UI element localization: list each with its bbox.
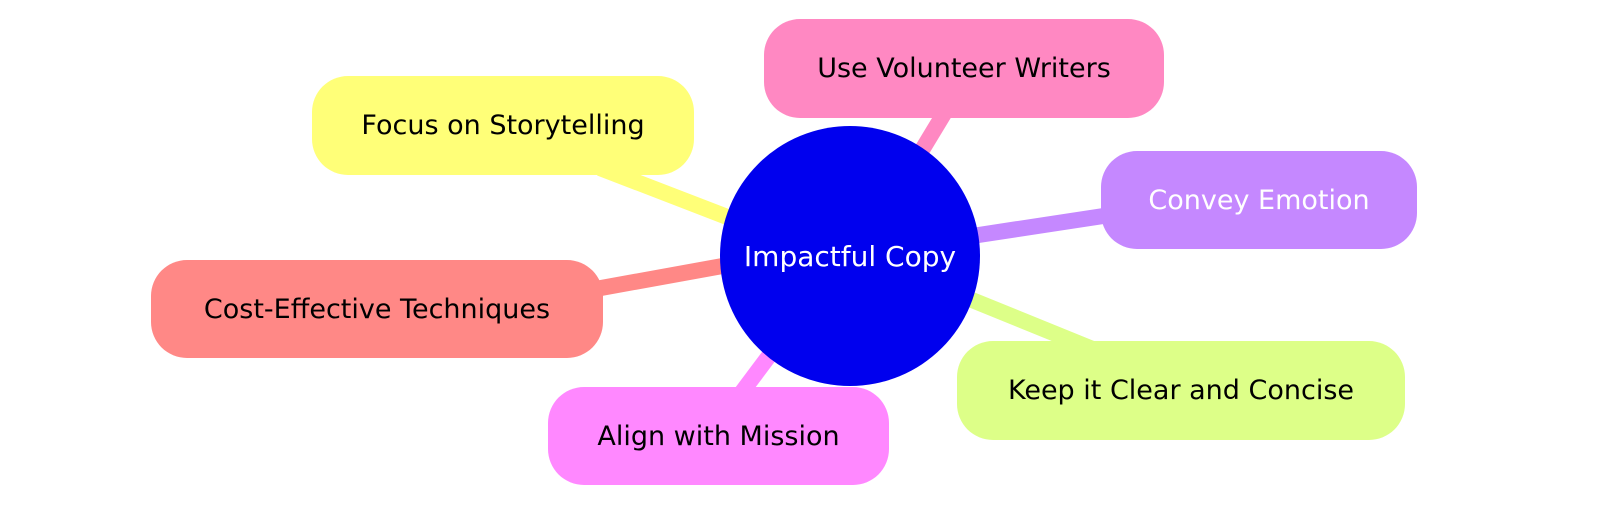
node-convey-emotion: Convey Emotion: [1101, 151, 1417, 249]
link-storytelling: [597, 160, 738, 228]
link-volunteer-writers: [915, 107, 952, 155]
central-topic: Impactful Copy: [720, 126, 980, 386]
node-align-with-mission: Align with Mission: [548, 387, 889, 485]
node-label: Keep it Clear and Concise: [1007, 375, 1355, 406]
node-label: Use Volunteer Writers: [817, 53, 1111, 84]
link-cost-effective: [588, 257, 730, 298]
node-keep-it-clear-and-concise: Keep it Clear and Concise: [957, 341, 1405, 440]
node-label: Focus on Storytelling: [361, 110, 645, 141]
node-use-volunteer-writers: Use Volunteer Writers: [764, 19, 1164, 118]
node-label: Cost-Effective Techniques: [203, 293, 551, 325]
node-label: Convey Emotion: [1148, 184, 1370, 216]
node-label: Align with Mission: [597, 420, 840, 452]
link-align-mission: [735, 347, 779, 397]
node-cost-effective-techniques: Cost-Effective Techniques: [151, 260, 603, 358]
link-convey-emotion: [970, 207, 1112, 244]
node-focus-on-storytelling: Focus on Storytelling: [312, 76, 694, 175]
central-topic-label: Impactful Copy: [743, 239, 957, 273]
